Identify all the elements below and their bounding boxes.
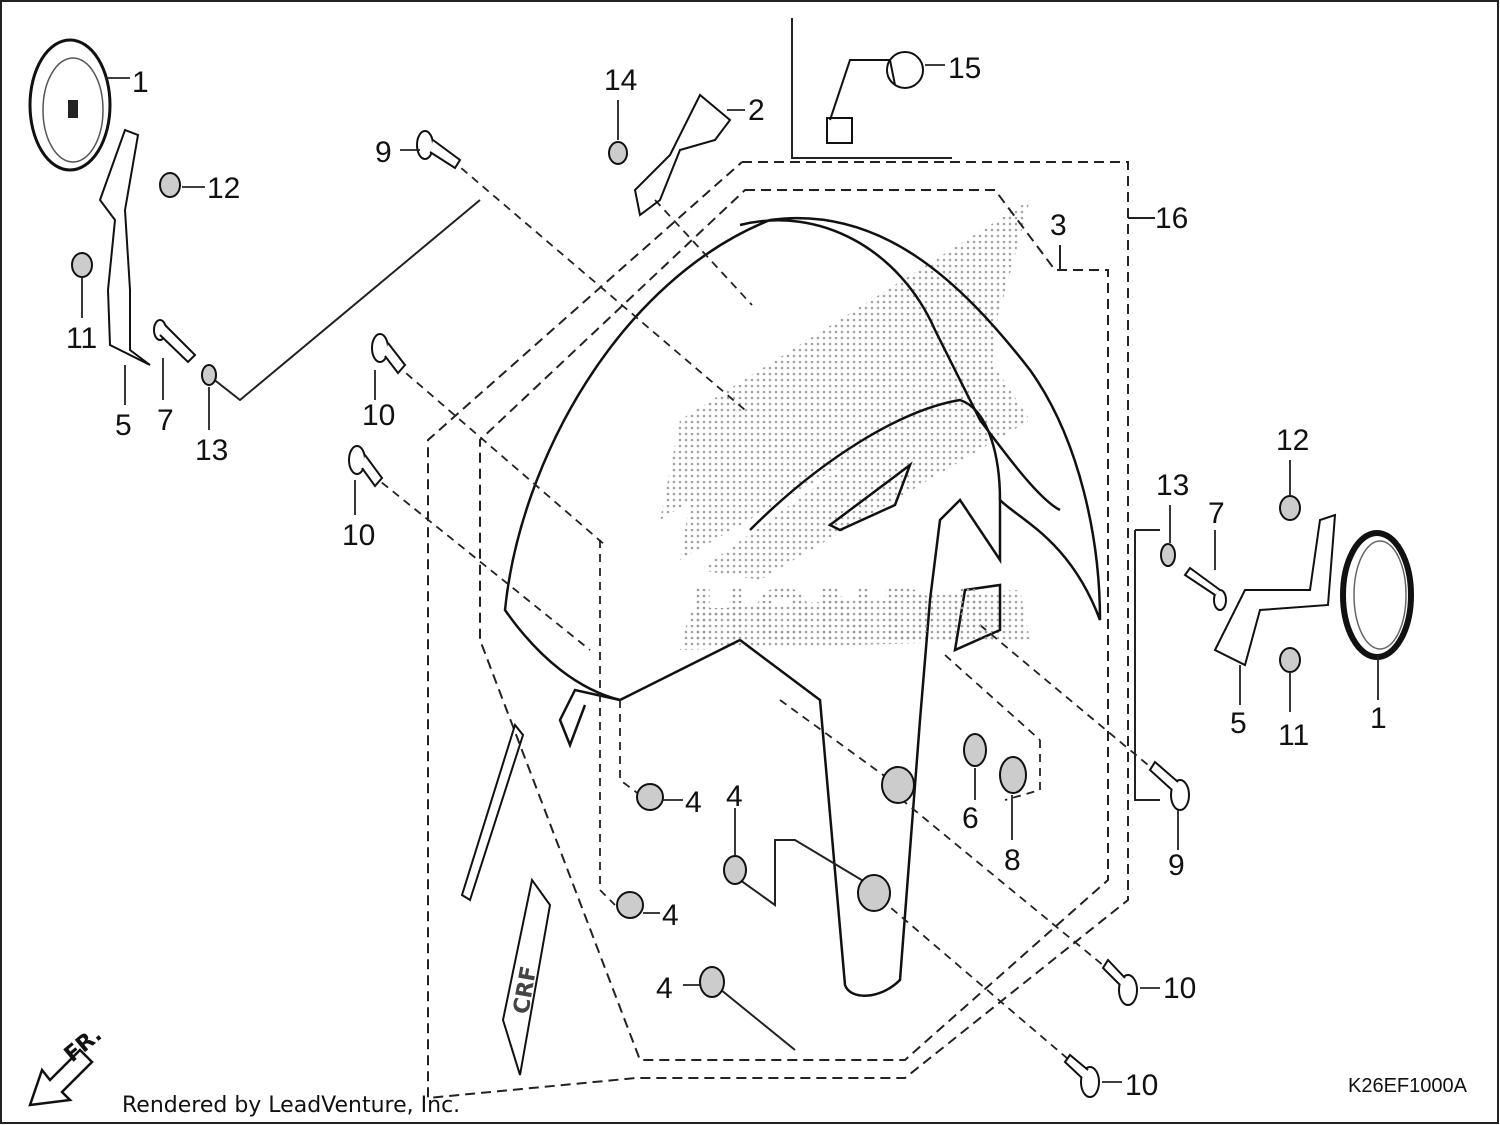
callout-washer-a: 4 <box>685 786 702 819</box>
side-strip <box>460 722 525 902</box>
callout-washer-c: 4 <box>726 780 743 813</box>
grommet-8 <box>999 756 1027 794</box>
bolt-10-d <box>1063 1053 1100 1098</box>
horn-bracket-left <box>98 128 151 366</box>
washer-4-c <box>723 855 747 885</box>
nut-11-left <box>71 252 93 278</box>
callout-collar: 6 <box>962 802 979 835</box>
horn-bracket-right <box>1213 513 1337 667</box>
callout-bolt-10-b: 10 <box>342 519 375 552</box>
honda-watermark-text: HONDA <box>690 575 999 657</box>
washer-4-d <box>699 966 725 998</box>
bolt-7-left <box>153 319 197 364</box>
callout-group-16: 16 <box>1155 202 1188 235</box>
bolt-9-upper <box>416 130 462 170</box>
bolt-7-right <box>1183 566 1227 611</box>
clamp-15 <box>826 51 924 144</box>
bolt-10-a <box>371 333 407 375</box>
group-box-15 <box>791 18 952 159</box>
callout-bolt-10-d: 10 <box>1125 1069 1158 1102</box>
horn-left <box>28 38 112 172</box>
callout-bolt-7-left: 7 <box>157 404 174 437</box>
bracket-2 <box>633 93 732 217</box>
callout-washer-13-left: 13 <box>195 434 228 467</box>
washer-13-right <box>1160 543 1176 567</box>
collar-6 <box>963 733 987 767</box>
callout-grommet: 8 <box>1004 844 1021 877</box>
group-outline-3 <box>479 189 1109 1061</box>
callout-nut-11-right: 11 <box>1278 719 1309 752</box>
fasteners <box>71 141 1301 998</box>
nut-11-right <box>1279 647 1301 673</box>
bolt-9-lower <box>1148 760 1190 811</box>
dashed-leaders <box>359 149 1179 1066</box>
callout-washer-13-right: 13 <box>1156 469 1189 502</box>
group-outline-16 <box>427 161 1129 1100</box>
callout-bolt-9-upper: 9 <box>375 136 392 169</box>
nut-14 <box>608 141 628 165</box>
callout-horn-right: 1 <box>1370 702 1387 735</box>
bolt-10-b <box>348 445 384 488</box>
horn-right <box>1340 530 1414 660</box>
front-fender <box>503 216 1102 997</box>
front-direction-arrow: FR. <box>28 1022 107 1107</box>
callout-bolt-9-lower: 9 <box>1168 849 1185 882</box>
callout-horn-bracket-right: 5 <box>1230 707 1247 740</box>
callout-horn-left: 1 <box>132 66 149 99</box>
solid-leaders <box>211 199 1160 1051</box>
callout-washer-b: 4 <box>662 899 679 932</box>
bolt-10-c <box>1101 958 1138 1006</box>
crf-emblem: CRF <box>501 877 552 1076</box>
callout-clamp: 15 <box>948 52 981 85</box>
callout-nut-14: 14 <box>604 64 637 97</box>
credit-text: Rendered by LeadVenture, Inc. <box>122 1093 461 1118</box>
direction-marker-text: FR. <box>60 1022 107 1067</box>
nut-12-right <box>1279 495 1301 521</box>
bolts <box>153 130 1227 1098</box>
callout-nut-11-left: 11 <box>66 322 97 355</box>
emblem-text: CRF <box>509 964 542 1016</box>
callout-nut-12-left: 12 <box>207 172 240 205</box>
honda-wing-watermark <box>660 200 1030 650</box>
callout-fender: 3 <box>1050 209 1067 242</box>
callout-washer-d: 4 <box>656 972 673 1005</box>
callout-nut-12-right: 12 <box>1276 424 1309 457</box>
callout-ticks <box>81 64 1379 1083</box>
washer-4-a <box>636 783 664 811</box>
callout-horn-bracket-left: 5 <box>115 409 132 442</box>
mount-hole-lower <box>857 874 891 912</box>
mount-hole-upper <box>881 766 915 804</box>
callout-bolt-10-c: 10 <box>1163 972 1196 1005</box>
nut-12-left <box>159 172 181 198</box>
washer-13-left <box>201 364 217 386</box>
callout-bolt-7-right: 7 <box>1208 497 1225 530</box>
callout-bolt-10-a: 10 <box>362 399 395 432</box>
figure-code: K26EF1000A <box>1348 1075 1467 1097</box>
washer-4-b <box>616 891 644 919</box>
callout-bracket: 2 <box>748 94 765 127</box>
